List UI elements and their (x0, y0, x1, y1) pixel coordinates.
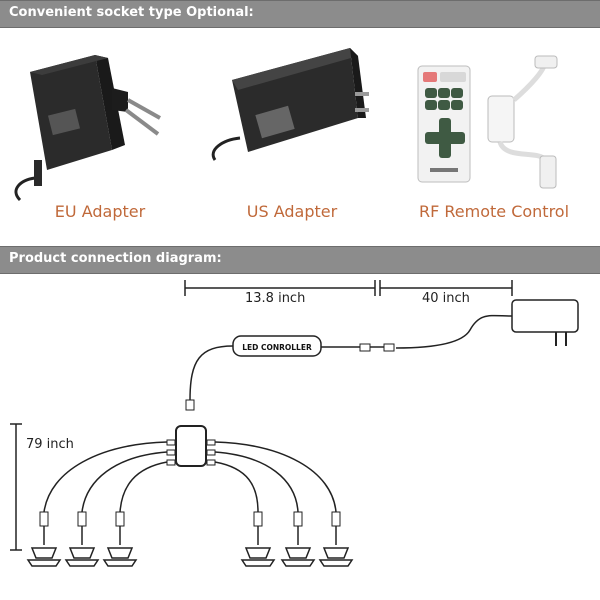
caption-eu-adapter: EU Adapter (54, 202, 146, 221)
eu-adapter-icon (14, 55, 161, 202)
spotlight-4 (240, 511, 276, 567)
dimension-adapter (379, 280, 513, 296)
caption-us-adapter: US Adapter (246, 202, 338, 221)
splitter-hub (166, 425, 216, 467)
spotlight-2 (64, 511, 100, 567)
section-header-diagram: Product connection diagram: (0, 246, 600, 274)
us-adapter-icon (211, 48, 369, 161)
section-title-diagram: Product connection diagram: (9, 251, 222, 266)
spotlight-1 (26, 511, 62, 567)
section-title-socket: Convenient socket type Optional: (9, 5, 254, 20)
power-adapter-icon (395, 299, 579, 349)
spotlight-5 (280, 511, 316, 567)
dim-height: 79 inch (26, 437, 74, 452)
rf-remote-icon (417, 55, 558, 189)
dimension-height (10, 423, 22, 551)
product-images (14, 48, 558, 202)
section-header-socket: Convenient socket type Optional: (0, 0, 600, 28)
led-controller: LED CONROLLER (185, 335, 360, 411)
spotlight-6 (318, 511, 354, 567)
dim-adapter-length: 40 inch (422, 291, 470, 306)
caption-rf-remote: RF Remote Control (418, 202, 570, 221)
light-cables (43, 441, 337, 513)
spotlight-3 (102, 511, 138, 567)
dimension-controller (184, 280, 376, 296)
dim-controller-length: 13.8 inch (245, 291, 305, 306)
led-controller-label: LED CONROLLER (242, 343, 312, 352)
